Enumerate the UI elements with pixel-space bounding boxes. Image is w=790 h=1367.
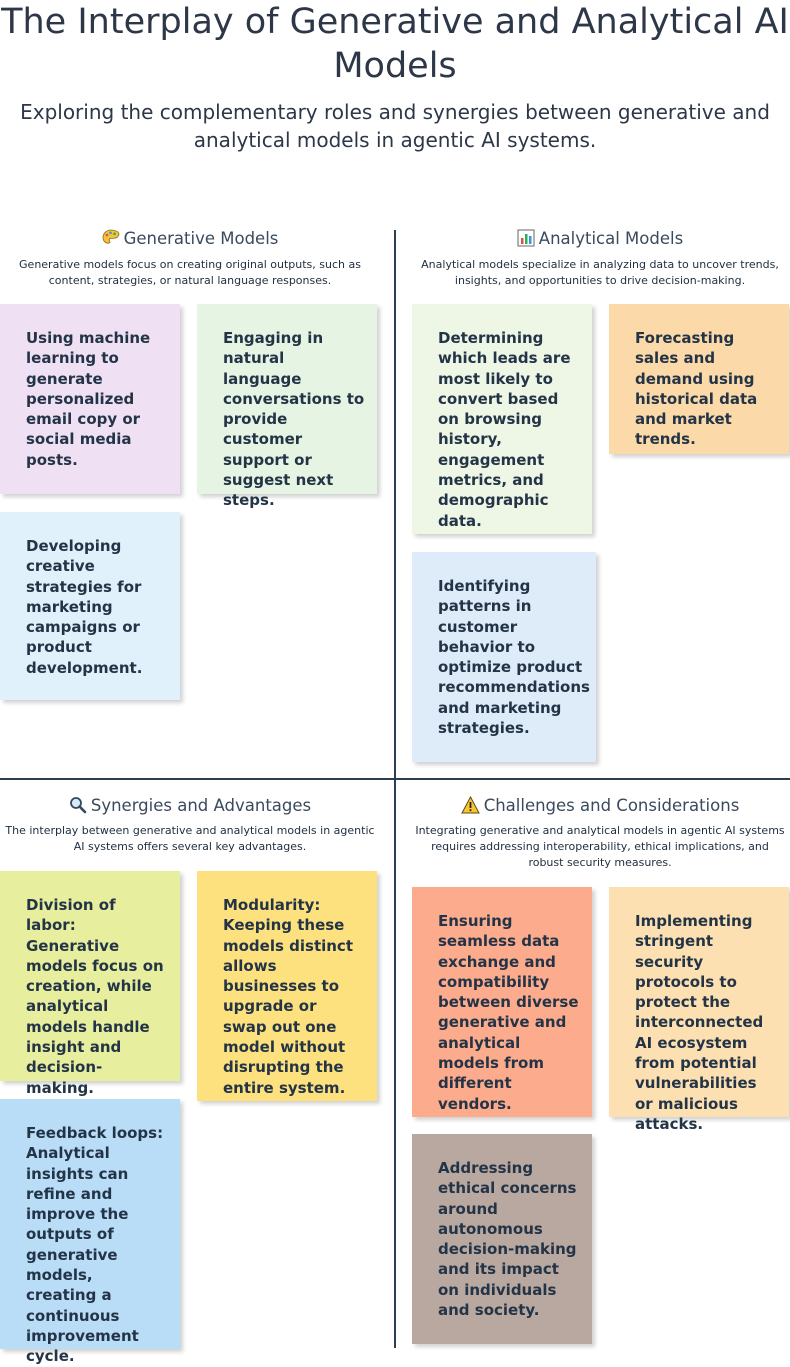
vertical-divider-top bbox=[394, 230, 396, 778]
note-text: Implementing stringent security protocol… bbox=[635, 912, 764, 1133]
note-challenges-3: Addressing ethical concerns around auton… bbox=[412, 1134, 592, 1344]
note-text: Engaging in natural language conversatio… bbox=[223, 329, 365, 510]
challenges-title: Challenges and Considerations bbox=[483, 796, 740, 815]
note-generative-1: Using machine learning to generate perso… bbox=[0, 304, 180, 494]
note-challenges-1: Ensuring seamless data exchange and comp… bbox=[412, 887, 592, 1117]
challenges-heading: Challenges and Considerations bbox=[410, 795, 790, 817]
note-analytical-1: Determining which leads are most likely … bbox=[412, 304, 592, 534]
note-synergies-3: Feedback loops: Analytical insights can … bbox=[0, 1099, 180, 1365]
synergies-heading: Synergies and Advantages bbox=[0, 795, 380, 817]
synergies-description: The interplay between generative and ana… bbox=[5, 824, 375, 853]
page-subtitle: Exploring the complementary roles and sy… bbox=[20, 100, 770, 152]
note-text: Addressing ethical concerns around auton… bbox=[438, 1159, 577, 1320]
note-text: Forecasting sales and demand using histo… bbox=[635, 329, 758, 449]
challenges-description: Integrating generative and analytical mo… bbox=[415, 824, 785, 869]
bar-chart-icon bbox=[517, 228, 535, 250]
vertical-divider-bottom bbox=[394, 780, 396, 1348]
note-synergies-1: Division of labor: Generative models foc… bbox=[0, 871, 180, 1097]
note-synergies-2: Modularity: Keeping these models distinc… bbox=[197, 871, 377, 1101]
note-generative-2: Engaging in natural language conversatio… bbox=[197, 304, 377, 509]
note-text: Feedback loops: Analytical insights can … bbox=[26, 1124, 164, 1366]
analytical-models-heading: Analytical Models bbox=[410, 228, 790, 250]
note-text: Division of labor: Generative models foc… bbox=[26, 896, 164, 1097]
generative-models-heading: Generative Models bbox=[0, 228, 380, 250]
page-title: The Interplay of Generative and Analytic… bbox=[1, 2, 789, 86]
warning-icon bbox=[460, 795, 480, 817]
analytical-models-title: Analytical Models bbox=[538, 229, 684, 248]
note-text: Identifying patterns in customer behavio… bbox=[438, 577, 590, 738]
generative-models-title: Generative Models bbox=[123, 229, 279, 248]
note-text: Using machine learning to generate perso… bbox=[26, 329, 151, 469]
palette-icon bbox=[102, 228, 120, 250]
note-analytical-3: Identifying patterns in customer behavio… bbox=[412, 552, 596, 762]
note-analytical-2: Forecasting sales and demand using histo… bbox=[609, 304, 789, 454]
horizontal-divider bbox=[0, 778, 790, 780]
synergies-title: Synergies and Advantages bbox=[90, 796, 312, 815]
note-text: Ensuring seamless data exchange and comp… bbox=[438, 912, 579, 1113]
note-challenges-2: Implementing stringent security protocol… bbox=[609, 887, 789, 1133]
generative-models-description: Generative models focus on creating orig… bbox=[19, 258, 361, 287]
analytical-models-description: Analytical models specialize in analyzin… bbox=[421, 258, 779, 287]
note-text: Determining which leads are most likely … bbox=[438, 329, 571, 530]
note-generative-3: Developing creative strategies for marke… bbox=[0, 512, 180, 700]
magnifier-icon bbox=[69, 795, 87, 817]
note-text: Modularity: Keeping these models distinc… bbox=[223, 896, 353, 1097]
note-text: Developing creative strategies for marke… bbox=[26, 537, 143, 677]
